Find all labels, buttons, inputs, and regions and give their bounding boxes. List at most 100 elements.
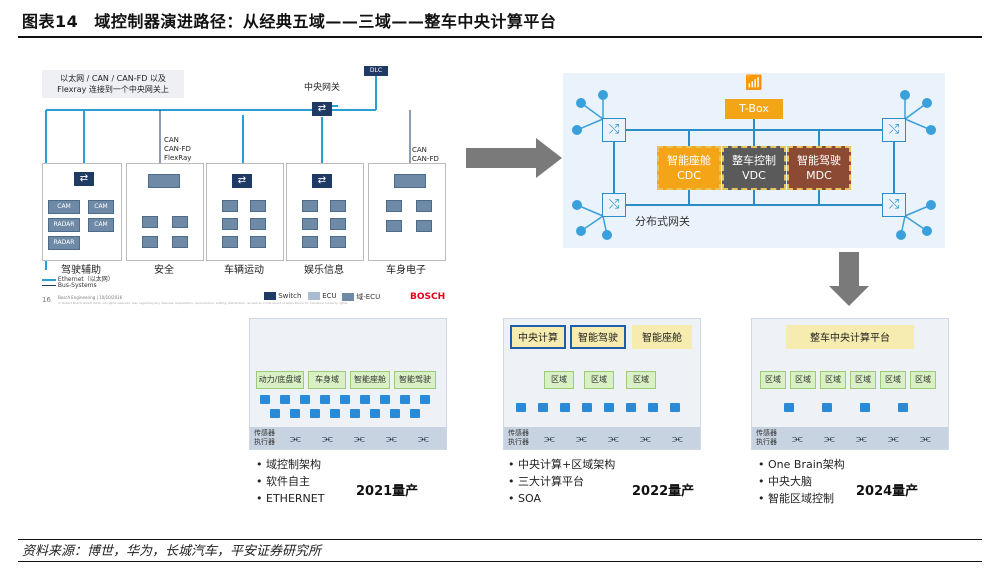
ecu bbox=[302, 236, 318, 248]
ecu-cube bbox=[626, 403, 636, 412]
sensor-icon: ⫘ bbox=[290, 431, 301, 445]
ecu bbox=[172, 216, 188, 228]
bullet: 中央大脑 bbox=[768, 475, 812, 488]
ecu-cube bbox=[582, 403, 592, 412]
bullet: ETHERNET bbox=[266, 492, 325, 505]
ecu bbox=[142, 236, 158, 248]
domain-box: 区域 bbox=[544, 371, 574, 389]
domain-box: 区域 bbox=[820, 371, 846, 389]
network-note: 以太网 / CAN / CAN-FD 以及 Flexray 连接到一个中央网关上 bbox=[42, 70, 184, 98]
bullet: 智能区域控制 bbox=[768, 492, 834, 505]
arrow-down-head bbox=[829, 286, 869, 306]
body-domain-ecu bbox=[394, 174, 426, 188]
ecu-cube bbox=[390, 409, 400, 418]
sensor-icon: ⫘ bbox=[418, 431, 429, 445]
endpoint-node bbox=[572, 200, 582, 210]
ecu bbox=[250, 236, 266, 248]
domain-box: 区域 bbox=[626, 371, 656, 389]
central-gateway-label: 中央网关 bbox=[304, 83, 341, 93]
architecture-2021: 动力/底盘域 车身域 智能座舱 智能驾驶 传感器 执行器 ⫘ ⫘ ⫘ ⫘ ⫘ bbox=[249, 318, 447, 450]
zone-label: 车身电子 bbox=[386, 265, 426, 276]
sensor-icon: ⫘ bbox=[354, 431, 365, 445]
ecu-cube bbox=[330, 409, 340, 418]
central-platform-box: 整车中央计算平台 bbox=[786, 325, 914, 349]
gateway-switch-icon: ⤭ bbox=[882, 193, 906, 217]
domain-box: 智能驾驶 bbox=[394, 371, 436, 389]
source-note: 资料来源：博世，华为，长城汽车，平安证券研究所 bbox=[22, 544, 322, 559]
endpoint-node bbox=[602, 230, 612, 240]
ecu bbox=[330, 236, 346, 248]
three-domain-wiring bbox=[576, 95, 932, 236]
sensor-cam-1: CAM bbox=[48, 200, 80, 214]
endpoint-node bbox=[922, 226, 932, 236]
bullets-2022: • 中央计算+区域架构 • 三大计算平台 • SOA bbox=[508, 458, 616, 505]
ecu bbox=[172, 236, 188, 248]
ecu-cube bbox=[400, 395, 410, 404]
endpoint-node bbox=[598, 90, 608, 100]
bosch-logo: BOSCH bbox=[410, 292, 446, 302]
zone-label: 娱乐信息 bbox=[304, 265, 344, 276]
endpoint-node bbox=[926, 125, 936, 135]
sensor-radar-2: RADAR bbox=[48, 236, 80, 250]
bus-label-b: CAN CAN-FD bbox=[412, 146, 439, 163]
sensor-label: 传感器 执行器 bbox=[254, 429, 275, 446]
ecu bbox=[142, 216, 158, 228]
wifi-icon: 📶 bbox=[745, 75, 763, 91]
ecu-cube bbox=[380, 395, 390, 404]
endpoint-node bbox=[900, 90, 910, 100]
ecu-cube bbox=[648, 403, 658, 412]
ecu bbox=[330, 200, 346, 212]
bottom-rule bbox=[18, 561, 982, 562]
ecu bbox=[250, 200, 266, 212]
sensor-icon: ⫘ bbox=[856, 431, 867, 445]
bus-label-a: CAN CAN-FD FlexRay bbox=[164, 136, 192, 162]
source-rule bbox=[18, 539, 982, 540]
ecu bbox=[222, 236, 238, 248]
ecu-cube bbox=[360, 395, 370, 404]
sensor-icon: ⫘ bbox=[672, 431, 683, 445]
sensor-icon: ⫘ bbox=[544, 431, 555, 445]
ecu-cube bbox=[290, 409, 300, 418]
footer-org: Bosch Engineering | 10/10/2016 bbox=[58, 295, 123, 300]
page-number: 16 bbox=[42, 296, 51, 304]
dlc-port: DLC bbox=[364, 66, 388, 76]
motion-switch-icon: ⇄ bbox=[232, 174, 252, 188]
ecu-cube bbox=[784, 403, 794, 412]
domain-box: 动力/底盘域 bbox=[256, 371, 304, 389]
endpoint-node bbox=[926, 200, 936, 210]
ecu-cube bbox=[270, 409, 280, 418]
ecu bbox=[250, 218, 266, 230]
ecu-cube bbox=[320, 395, 330, 404]
bullets-2024: • One Brain架构 • 中央大脑 • 智能区域控制 bbox=[758, 458, 845, 505]
figure-title-text: 域控制器演进路径：从经典五域——三域——整车中央计算平台 bbox=[94, 12, 557, 31]
arrow-down bbox=[839, 252, 859, 286]
sensor-icon: ⫘ bbox=[386, 431, 397, 445]
sensor-icon: ⫘ bbox=[824, 431, 835, 445]
domain-box: 区域 bbox=[880, 371, 906, 389]
tbox: T-Box bbox=[725, 99, 783, 119]
ecu-cube bbox=[300, 395, 310, 404]
legend-domain-ecu: 域-ECU bbox=[342, 292, 380, 302]
sensor-icon: ⫘ bbox=[576, 431, 587, 445]
footer-legal: © Robert Bosch GmbH 2016. All rights res… bbox=[58, 301, 349, 305]
distributed-gateway-label: 分布式网关 bbox=[635, 215, 690, 228]
architecture-2022: 中央计算 智能驾驶 智能座舱 区域 区域 区域 传感器 执行器 ⫘ ⫘ ⫘ ⫘ … bbox=[503, 318, 701, 450]
title-rule bbox=[18, 36, 982, 38]
legend-ecu: ECU bbox=[308, 292, 337, 300]
ecu bbox=[222, 218, 238, 230]
domain-box: 车身域 bbox=[308, 371, 346, 389]
safety-domain-ecu bbox=[148, 174, 180, 188]
legend-bus: Bus-Systems bbox=[42, 282, 97, 289]
year-2021: 2021量产 bbox=[356, 484, 419, 499]
ecu bbox=[386, 200, 402, 212]
ecu-cube bbox=[370, 409, 380, 418]
bullet: 软件自主 bbox=[266, 475, 310, 488]
legend-switch: Switch bbox=[264, 292, 301, 300]
sensor-cam-2: CAM bbox=[88, 200, 114, 214]
sensor-icon: ⫘ bbox=[920, 431, 931, 445]
ecu-cube bbox=[822, 403, 832, 412]
sensor-label: 传感器 执行器 bbox=[756, 429, 777, 446]
